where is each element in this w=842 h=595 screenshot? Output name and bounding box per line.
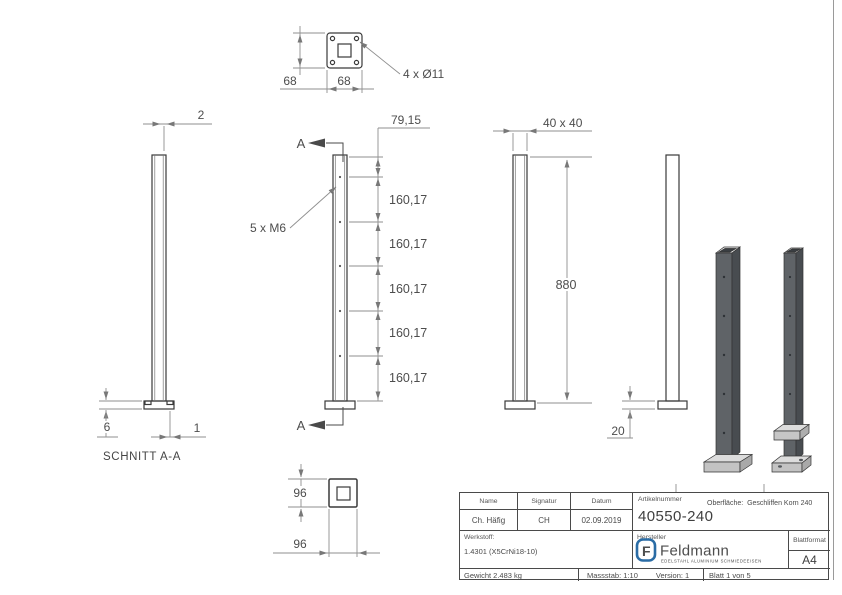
page-frame	[675, 0, 834, 580]
base-width-dim: 96	[293, 486, 307, 500]
plate-wall-dim: 1	[194, 421, 201, 435]
blattformat-cell: Blattformat A4	[789, 531, 830, 569]
signatur-header: Signatur	[518, 493, 571, 510]
wall-thickness-dim: 2	[198, 108, 205, 122]
gewicht-cell: Gewicht 2.483 kg	[460, 569, 579, 581]
oberflaeche-value: Geschliffen Korn 240	[747, 500, 813, 507]
post-3d-render-right	[770, 247, 813, 473]
base-dimension-lines	[273, 464, 380, 557]
artikelnummer-label: Artikelnummer	[638, 496, 682, 503]
base-plate-view: 96 96	[273, 464, 380, 557]
blatt-cell: Blatt 1 von 5	[709, 570, 751, 580]
post-3d-render-left	[702, 246, 754, 473]
side-dimension-lines	[493, 128, 592, 404]
blattformat-label: Blattformat	[789, 531, 830, 551]
spacing-dim: 160,17	[389, 371, 427, 385]
section-dimension-lines	[97, 121, 212, 440]
logo-name: Feldmann	[660, 543, 729, 560]
front-dimension-lines	[289, 127, 430, 402]
artikelnummer-value: 40550-240	[638, 508, 714, 525]
spacing-dim: 160,17	[389, 237, 427, 251]
werkstoff-label: Werkstoff:	[464, 534, 495, 541]
massstab-value: Massstab: 1:10	[587, 570, 638, 580]
spacing-dim: 160,17	[389, 282, 427, 296]
flange-width-dim: 68	[337, 74, 351, 88]
flange-holes-label: 4 x Ø11	[403, 67, 444, 81]
datum-header: Datum	[571, 493, 633, 510]
feldmann-logo-icon: F	[635, 538, 657, 562]
tube-size-dim: 40 x 40	[543, 116, 583, 130]
front-view: A A 5 x M6 79,15 160,17 160,17 160,17 16…	[250, 113, 430, 433]
cut-label-bottom: A	[297, 418, 306, 433]
logo-letter: F	[642, 543, 651, 559]
spacing-dim: 160,17	[389, 193, 427, 207]
plate-view: 20	[607, 154, 688, 439]
signatur-value: CH	[518, 510, 571, 531]
thread-holes	[338, 175, 342, 358]
logo-tagline: EDELSTAHL ALUMINIUM SCHMIEDEEISEN	[661, 559, 762, 564]
section-view: 2 6 1 SCHNITT A-A	[97, 108, 212, 463]
flange-dimension-lines	[280, 26, 401, 93]
hersteller-label: Hersteller	[637, 534, 667, 541]
datum-value: 02.09.2019	[571, 510, 633, 531]
section-title: SCHNITT A-A	[103, 451, 181, 463]
cut-label-top: A	[297, 136, 306, 151]
artikelnummer-cell: Artikelnummer 40550-240 Oberfläche: Gesc…	[633, 493, 830, 531]
werkstoff-cell: Werkstoff: 1.4301 (X5CrNi18-10)	[460, 531, 633, 569]
oberflaeche-text: Oberfläche: Geschliffen Korn 240	[707, 500, 812, 507]
spacing-dim: 160,17	[389, 326, 427, 340]
base-length-dim: 96	[293, 537, 307, 551]
blattformat-value: A4	[802, 552, 817, 567]
version-value: Version: 1	[655, 570, 690, 580]
name-header: Name	[460, 493, 518, 510]
title-block: Name Signatur Datum Ch. Häfig CH 02.09.2…	[459, 492, 830, 581]
top-offset-dim: 79,15	[391, 113, 421, 127]
base-plate-dim: 20	[611, 424, 625, 438]
side-view: 40 x 40 880	[493, 116, 592, 410]
cut-line-markers	[308, 138, 344, 430]
hersteller-cell: Hersteller F Feldmann EDELSTAHL ALUMINIU…	[633, 531, 789, 569]
oberflaeche-label: Oberfläche:	[707, 500, 744, 507]
plate-height-dim: 6	[104, 420, 111, 434]
werkstoff-value: 1.4301 (X5CrNi18-10)	[464, 547, 538, 556]
top-flange-view: 68 68 4 x Ø11	[280, 26, 444, 93]
threads-label: 5 x M6	[250, 221, 286, 235]
massstab-cell: Massstab: 1:10 Version: 1	[579, 569, 704, 581]
post-height-dim: 880	[556, 278, 577, 292]
name-value: Ch. Häfig	[460, 510, 518, 531]
plate-dimension-lines	[607, 386, 655, 439]
flange-height-dim: 68	[283, 74, 297, 88]
